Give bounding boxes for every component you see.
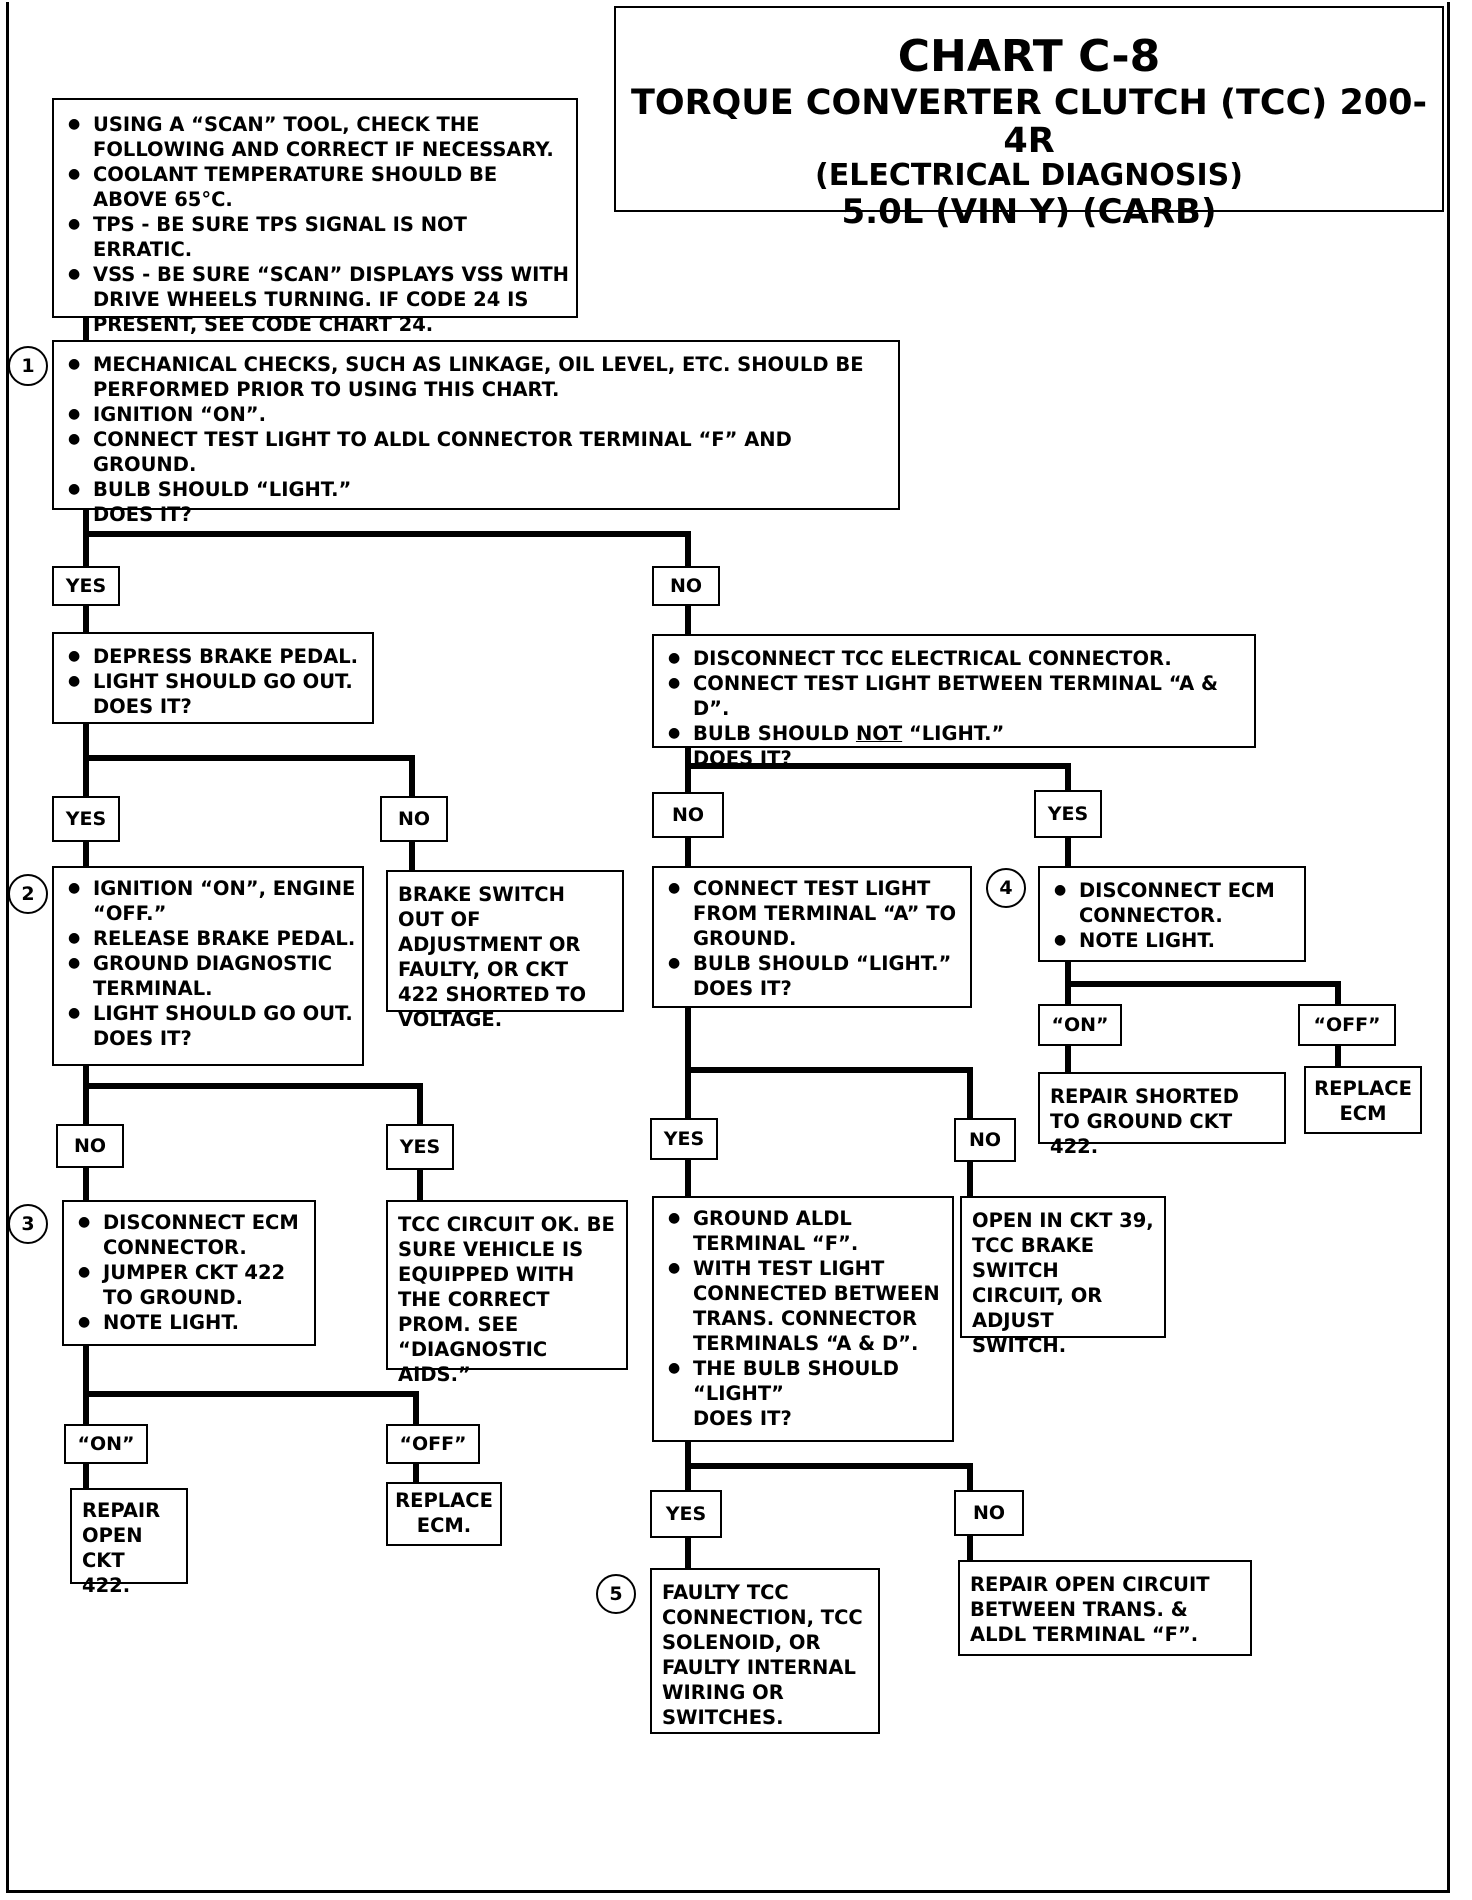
yes-label: YES — [52, 566, 120, 606]
repair-shorted-text: REPAIR SHORTED TO GROUND CKT 422. — [1050, 1085, 1239, 1158]
chart-title-block: CHART C-8 TORQUE CONVERTER CLUTCH (TCC) … — [614, 6, 1444, 232]
tcc-circuit-ok-box: TCC CIRCUIT OK. BE SURE VEHICLE IS EQUIP… — [386, 1200, 628, 1386]
tcc-item: BULB SHOULD NOT “LIGHT.” — [660, 721, 1248, 746]
yes-label: YES — [386, 1124, 454, 1170]
on-label: “ON” — [1038, 1004, 1122, 1046]
ground-aldl-box: GROUND ALDL TERMINAL “F”. WITH TEST LIGH… — [652, 1196, 954, 1442]
replace-ecm-left-text: REPLACE ECM. — [395, 1489, 493, 1537]
step-1-marker: 1 — [8, 346, 48, 386]
ground-aldl-question: DOES IT? — [693, 1407, 792, 1430]
brake-item: DEPRESS BRAKE PEDAL. — [60, 644, 366, 669]
brake-switch-text: BRAKE SWITCH OUT OF ADJUSTMENT OR FAULTY… — [398, 883, 587, 1031]
chart-diagnosis: (ELECTRICAL DIAGNOSIS) — [815, 158, 1243, 193]
repair-open-422-box: REPAIR OPEN CKT 422. — [70, 1488, 188, 1597]
step-5-marker: 5 — [596, 1574, 636, 1614]
ignition-on-box: IGNITION “ON”, ENGINE “OFF.” RELEASE BRA… — [52, 866, 364, 1066]
no-label: NO — [652, 566, 720, 606]
tcc-question: DOES IT? — [693, 747, 792, 770]
no-label: NO — [652, 792, 724, 838]
step4-item: DISCONNECT ECM CONNECTOR. — [1046, 878, 1298, 928]
no-label: NO — [380, 796, 448, 842]
open-ckt39-text: OPEN IN CKT 39, TCC BRAKE SWITCH CIRCUIT… — [972, 1209, 1154, 1357]
on-label: “ON” — [64, 1424, 148, 1464]
depress-brake-box: DEPRESS BRAKE PEDAL. LIGHT SHOULD GO OUT… — [52, 632, 374, 724]
step1-item: IGNITION “ON”. — [60, 402, 892, 427]
repair-open-trans-box: REPAIR OPEN CIRCUIT BETWEEN TRANS. & ALD… — [958, 1560, 1252, 1656]
ground-aldl-item: WITH TEST LIGHT CONNECTED BETWEEN TRANS.… — [660, 1256, 946, 1356]
step1-question: DOES IT? — [93, 503, 192, 526]
step2-item: GROUND DIAGNOSTIC TERMINAL. — [60, 951, 356, 1001]
ground-aldl-item: GROUND ALDL TERMINAL “F”. — [660, 1206, 946, 1256]
step2-item: LIGHT SHOULD GO OUT. — [60, 1001, 356, 1026]
step1-item: CONNECT TEST LIGHT TO ALDL CONNECTOR TER… — [60, 427, 892, 477]
step3-item: NOTE LIGHT. — [70, 1310, 308, 1335]
repair-open-trans-text: REPAIR OPEN CIRCUIT BETWEEN TRANS. & ALD… — [970, 1573, 1210, 1646]
disconnect-ecm-right-box: DISCONNECT ECM CONNECTOR. NOTE LIGHT. — [1038, 866, 1306, 962]
step1-item: MECHANICAL CHECKS, SUCH AS LINKAGE, OIL … — [60, 352, 892, 402]
tcc-circuit-ok-text: TCC CIRCUIT OK. BE SURE VEHICLE IS EQUIP… — [398, 1213, 615, 1386]
repair-open-422-text: REPAIR OPEN CKT 422. — [82, 1499, 161, 1597]
no-label: NO — [56, 1124, 124, 1168]
repair-shorted-ground-box: REPAIR SHORTED TO GROUND CKT 422. — [1038, 1072, 1286, 1158]
brake-question: DOES IT? — [93, 695, 192, 718]
step3-item: DISCONNECT ECM CONNECTOR. — [70, 1210, 308, 1260]
replace-ecm-right-text: REPLACE ECM — [1314, 1077, 1412, 1125]
tcc-item-text: BULB SHOULD — [693, 722, 856, 745]
no-label: NO — [954, 1490, 1024, 1536]
step1-item: BULB SHOULD “LIGHT.” — [60, 477, 892, 502]
yes-label: YES — [1034, 790, 1102, 838]
tcc-item: DISCONNECT TCC ELECTRICAL CONNECTOR. — [660, 646, 1248, 671]
page-frame — [6, 2, 1450, 1893]
jumper-ckt-box: DISCONNECT ECM CONNECTOR. JUMPER CKT 422… — [62, 1200, 316, 1346]
yes-label: YES — [52, 796, 120, 842]
step3-item: JUMPER CKT 422 TO GROUND. — [70, 1260, 308, 1310]
connect-terminal-a-box: CONNECT TEST LIGHT FROM TERMINAL “A” TO … — [652, 866, 972, 1008]
chart-subtitle: TORQUE CONVERTER CLUTCH (TCC) 200-4R — [630, 83, 1428, 161]
scan-item: VSS - BE SURE “SCAN” DISPLAYS VSS WITH D… — [60, 262, 570, 337]
step2-item: RELEASE BRAKE PEDAL. — [60, 926, 356, 951]
off-label: “OFF” — [1298, 1004, 1396, 1046]
step4-item: NOTE LIGHT. — [1046, 928, 1298, 953]
tcc-item: CONNECT TEST LIGHT BETWEEN TERMINAL “A &… — [660, 671, 1248, 721]
scan-item: COOLANT TEMPERATURE SHOULD BE ABOVE 65°C… — [60, 162, 570, 212]
yes-label: YES — [650, 1490, 722, 1538]
mechanical-checks-box: MECHANICAL CHECKS, SUCH AS LINKAGE, OIL … — [52, 340, 900, 526]
step-4-marker: 4 — [986, 868, 1026, 908]
faulty-tcc-text: FAULTY TCC CONNECTION, TCC SOLENOID, OR … — [662, 1581, 863, 1729]
faulty-tcc-box: FAULTY TCC CONNECTION, TCC SOLENOID, OR … — [650, 1568, 880, 1734]
terminal-a-item: BULB SHOULD “LIGHT.” — [660, 951, 964, 976]
replace-ecm-right-box: REPLACE ECM — [1304, 1066, 1422, 1134]
replace-ecm-left-box: REPLACE ECM. — [386, 1482, 502, 1546]
step2-item: IGNITION “ON”, ENGINE “OFF.” — [60, 876, 356, 926]
terminal-a-question: DOES IT? — [693, 977, 792, 1000]
scan-item: USING A “SCAN” TOOL, CHECK THE FOLLOWING… — [60, 112, 570, 162]
chart-engine: 5.0L (VIN Y) (CARB) — [841, 192, 1217, 232]
ground-aldl-item: THE BULB SHOULD “LIGHT” — [660, 1356, 946, 1406]
tcc-item-emphasis: NOT — [855, 722, 903, 745]
open-ckt39-box: OPEN IN CKT 39, TCC BRAKE SWITCH CIRCUIT… — [960, 1196, 1166, 1357]
brake-item: LIGHT SHOULD GO OUT. — [60, 669, 366, 694]
step2-question: DOES IT? — [93, 1027, 192, 1050]
scan-item: TPS - BE SURE TPS SIGNAL IS NOT ERRATIC. — [60, 212, 570, 262]
brake-switch-box: BRAKE SWITCH OUT OF ADJUSTMENT OR FAULTY… — [386, 870, 624, 1031]
yes-label: YES — [650, 1118, 718, 1160]
off-label: “OFF” — [386, 1424, 480, 1464]
disconnect-tcc-box: DISCONNECT TCC ELECTRICAL CONNECTOR. CON… — [652, 634, 1256, 770]
step-3-marker: 3 — [8, 1204, 48, 1244]
step-2-marker: 2 — [8, 874, 48, 914]
scan-tool-checks-box: USING A “SCAN” TOOL, CHECK THE FOLLOWING… — [52, 98, 578, 336]
no-label: NO — [954, 1118, 1016, 1162]
terminal-a-item: CONNECT TEST LIGHT FROM TERMINAL “A” TO … — [660, 876, 964, 951]
chart-number: CHART C-8 — [897, 31, 1161, 82]
tcc-item-text: “LIGHT.” — [902, 722, 1005, 745]
